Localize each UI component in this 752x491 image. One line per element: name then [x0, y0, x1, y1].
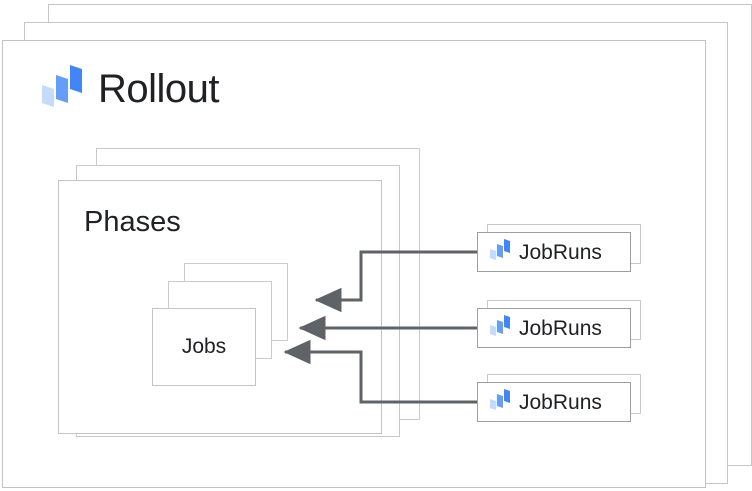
rollout-logo-icon [489, 388, 511, 416]
jobs-card-front [152, 308, 256, 386]
rollout-logo-icon [489, 314, 511, 342]
jobrun-card-front-1[interactable]: JobRuns [477, 232, 631, 272]
phases-label: Phases [84, 206, 181, 238]
jobrun-label: JobRuns [519, 316, 602, 340]
rollout-logo-icon [40, 63, 84, 114]
jobs-label: Jobs [181, 335, 227, 358]
jobrun-card-front-3[interactable]: JobRuns [477, 382, 631, 422]
rollout-header: Rollout [40, 63, 220, 114]
jobrun-card-front-2[interactable]: JobRuns [477, 308, 631, 348]
page-title: Rollout [98, 66, 220, 111]
jobrun-label: JobRuns [519, 240, 602, 264]
rollout-logo-icon [489, 238, 511, 266]
jobrun-label: JobRuns [519, 390, 602, 414]
